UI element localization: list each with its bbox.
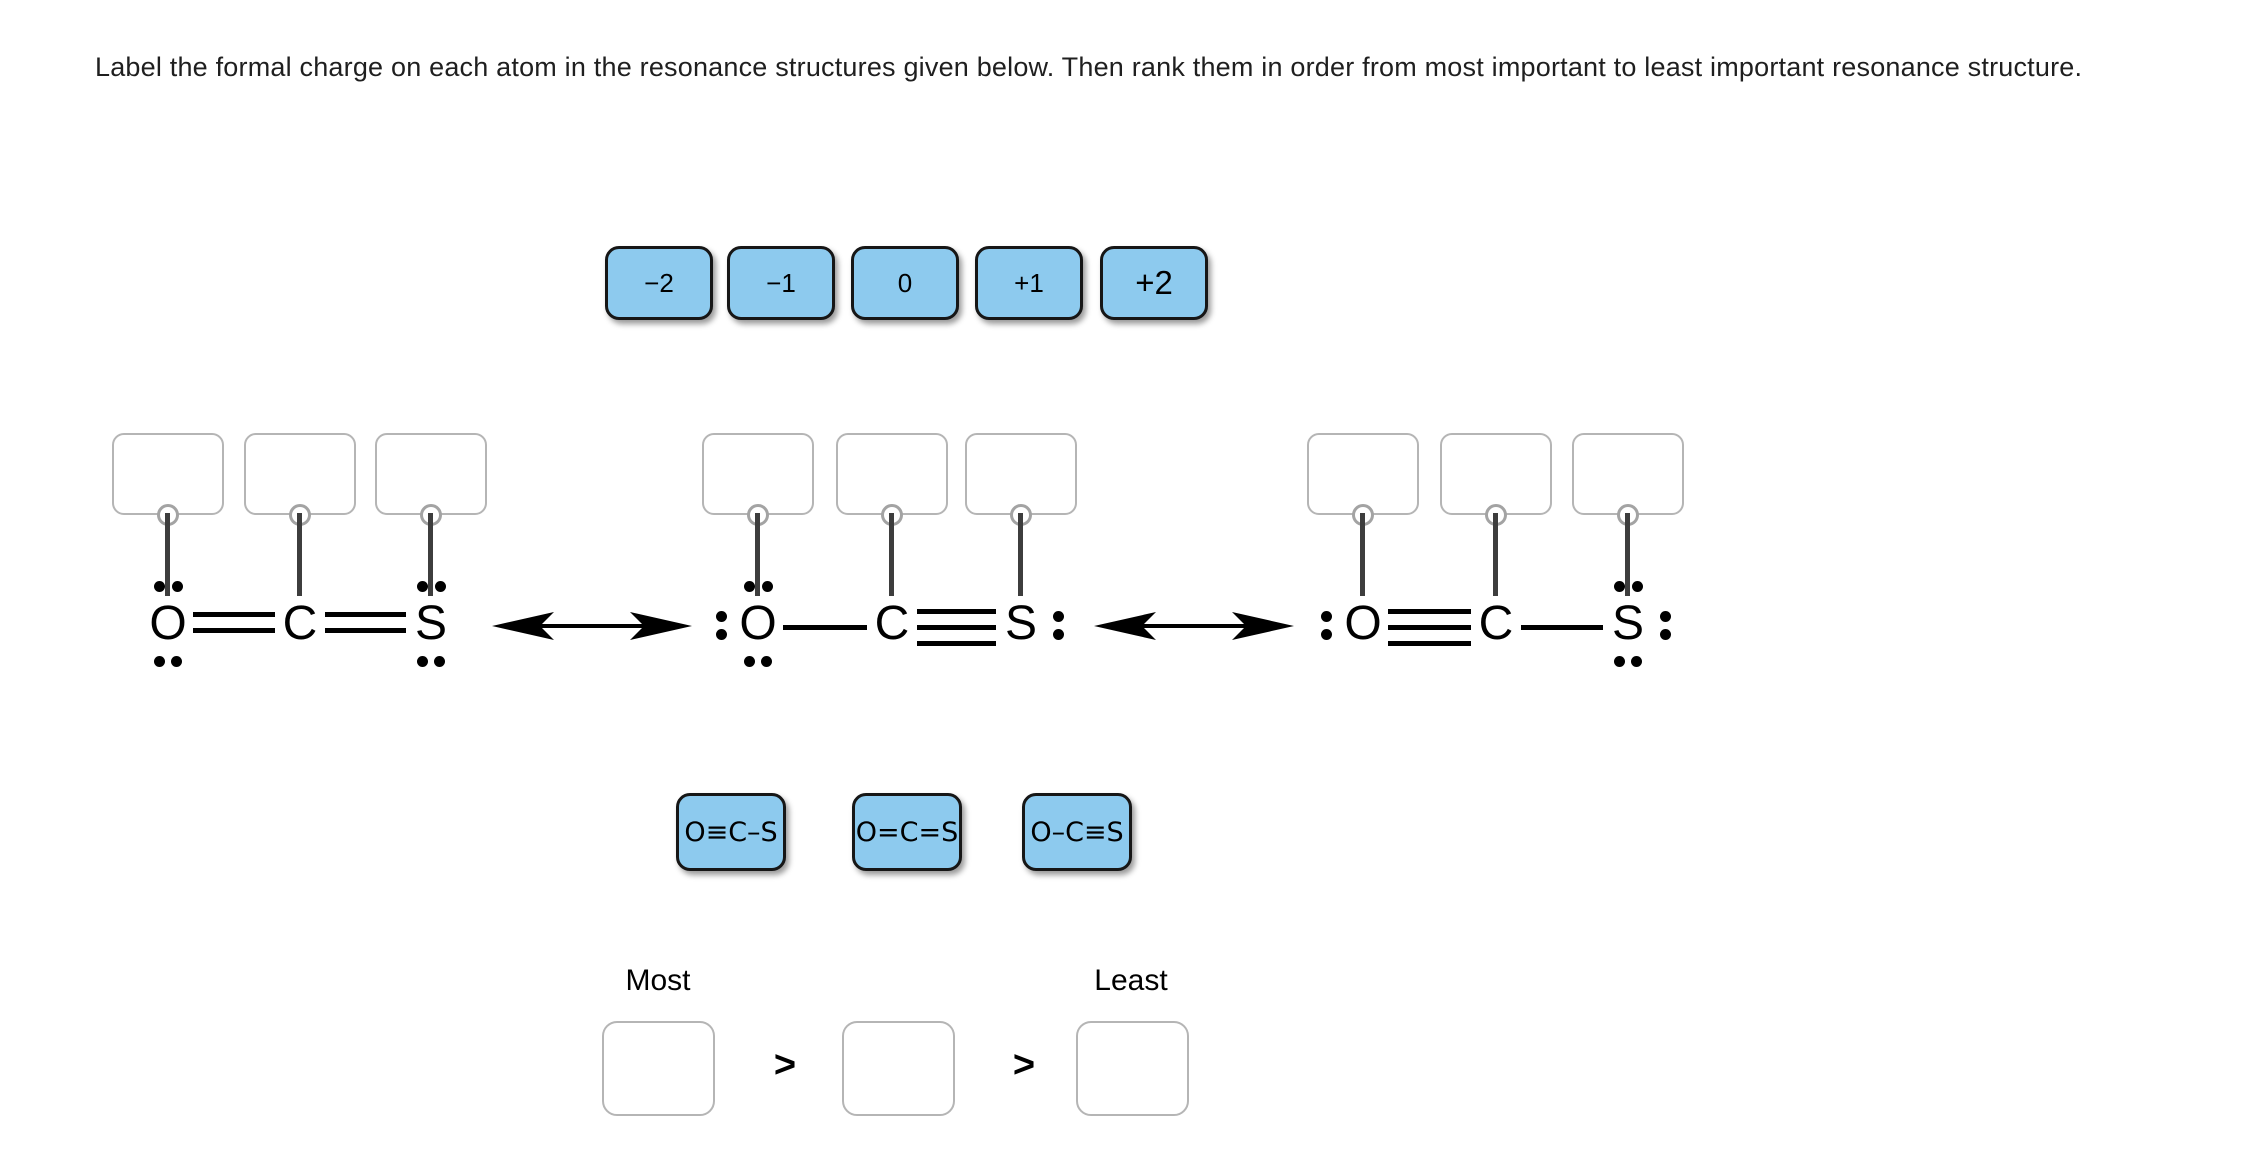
bond-line [783,625,867,630]
formal-charge-dropzone[interactable] [836,433,948,515]
atom-symbol: O [1344,597,1382,650]
connector-line [1493,513,1498,596]
bond-line [193,612,275,617]
connector-line [428,513,433,596]
lone-pair-dot [1659,610,1671,622]
lone-pair-dot [760,655,772,667]
bond-line [1388,641,1471,646]
lone-pair-dot [1630,655,1642,667]
structure-chip-o-double-c-double-s[interactable]: O=C=S [852,793,962,871]
lone-pair-dot [1052,610,1064,622]
formal-charge-dropzone[interactable] [112,433,224,515]
lone-pair-dot [1613,580,1625,592]
formal-charge-dropzone[interactable] [1572,433,1684,515]
bond-line [325,612,406,617]
lone-pair-dot [416,655,428,667]
atom-symbol: S [1611,597,1644,650]
connector-line [889,513,894,596]
bond-line [1388,609,1471,614]
lone-pair-dot [715,610,727,622]
connector-line [165,513,170,596]
formal-charge-dropzone[interactable] [965,433,1077,515]
connector-line [755,513,760,596]
lone-pair-dot [416,580,428,592]
lone-pair-dot [743,655,755,667]
lone-pair-dot [1631,580,1643,592]
bond-line [917,609,996,614]
formal-charge-dropzone[interactable] [1307,433,1419,515]
lone-pair-dot [761,580,773,592]
instruction-text: Label the formal charge on each atom in … [95,52,2083,82]
bond-line [917,641,996,646]
atom-symbol: C [282,597,318,650]
atom-symbol: O [149,597,187,650]
resonance-arrow-icon [492,612,692,640]
most-label: Most [625,964,691,997]
atom-symbol: O [739,597,777,650]
formal-charge-dropzone[interactable] [375,433,487,515]
atom-symbol: C [874,597,910,650]
bond-line [1521,625,1603,630]
charge-chip-plus-1[interactable]: +1 [975,246,1083,320]
lone-pair-dot [433,655,445,667]
lone-pair-dot [1320,628,1332,640]
charge-chip-minus-1[interactable]: −1 [727,246,835,320]
atom-symbol: S [414,597,447,650]
bond-line [1388,625,1471,630]
atom-symbol: C [1478,597,1514,650]
lone-pair-dot [1052,628,1064,640]
charge-chip-minus-2[interactable]: −2 [605,246,713,320]
resonance-arrow-icon [1094,612,1294,640]
greater-than-symbol: > [773,1044,797,1086]
connector-line [1018,513,1023,596]
lone-pair-dot [171,580,183,592]
charge-chip-zero[interactable]: 0 [851,246,959,320]
lone-pair-dot [1613,655,1625,667]
structure-chip-o-single-c-triple-s[interactable]: O–C≡S [1022,793,1132,871]
connector-line [1360,513,1365,596]
bond-line [193,628,275,633]
bond-line [325,628,406,633]
lone-pair-dot [153,580,165,592]
ranking-dropzone-most[interactable] [602,1021,715,1116]
lone-pair-dot [434,580,446,592]
lone-pair-dot [715,628,727,640]
least-label: Least [1094,964,1168,997]
bond-line [917,625,996,630]
structure-chip-o-triple-c-single-s[interactable]: O≡C–S [676,793,786,871]
connector-line [1625,513,1630,596]
connector-line [297,513,302,596]
lone-pair-dot [743,580,755,592]
atom-symbol: S [1004,597,1037,650]
lone-pair-dot [153,655,165,667]
greater-than-symbol: > [1012,1044,1036,1086]
lone-pair-dot [1320,610,1332,622]
formal-charge-dropzone[interactable] [1440,433,1552,515]
ranking-dropzone-middle[interactable] [842,1021,955,1116]
charge-chip-plus-2[interactable]: +2 [1100,246,1208,320]
lone-pair-dot [1659,628,1671,640]
formal-charge-dropzone[interactable] [702,433,814,515]
ranking-dropzone-least[interactable] [1076,1021,1189,1116]
lone-pair-dot [170,655,182,667]
formal-charge-dropzone[interactable] [244,433,356,515]
